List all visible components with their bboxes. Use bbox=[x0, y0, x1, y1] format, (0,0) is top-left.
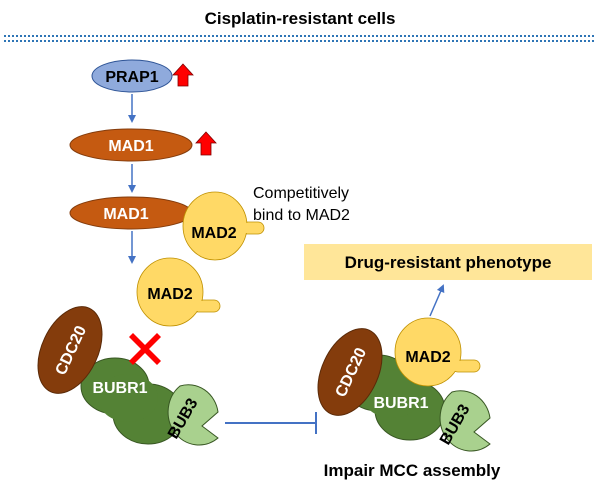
diagram-title: Cisplatin-resistant cells bbox=[205, 9, 396, 28]
prap1-label: PRAP1 bbox=[105, 69, 158, 86]
mad2-bound-label: MAD2 bbox=[191, 225, 236, 242]
cdc20-right-node: CDC20 bbox=[317, 328, 383, 416]
competitive-binding-note-line2: bind to MAD2 bbox=[253, 207, 350, 224]
bubr1-left-label: BUBR1 bbox=[92, 380, 147, 397]
bubr1-right-label: BUBR1 bbox=[373, 395, 428, 412]
left-mcc-components: BUBR1 CDC20 BUB3 bbox=[37, 306, 219, 446]
competitive-binding-note-line1: Competitively bbox=[253, 185, 349, 202]
mad1-label: MAD1 bbox=[108, 138, 153, 155]
mad2-right-label: MAD2 bbox=[405, 349, 450, 366]
arrow-to-phenotype bbox=[429, 284, 445, 317]
mad1-complex-label: MAD1 bbox=[103, 206, 148, 223]
mad2-free-label: MAD2 bbox=[147, 286, 192, 303]
drug-resistant-phenotype-box: Drug-resistant phenotype bbox=[304, 244, 592, 280]
mad1-mad2-complex: MAD1 MAD2 bbox=[69, 191, 265, 261]
prap1-node: PRAP1 bbox=[91, 59, 173, 93]
mad2-right-node: MAD2 bbox=[394, 317, 481, 387]
cdc20-left-node: CDC20 bbox=[37, 306, 103, 394]
impair-mcc-label: Impair MCC assembly bbox=[324, 461, 501, 480]
mad2-free-node: MAD2 bbox=[136, 257, 221, 327]
right-mcc-complex: BUBR1 MAD2 CDC20 BUB3 bbox=[317, 317, 491, 452]
blocked-binding-icon bbox=[129, 333, 161, 365]
mad1-node: MAD1 bbox=[69, 128, 193, 162]
phenotype-label: Drug-resistant phenotype bbox=[345, 253, 552, 272]
bubr1-left-node: BUBR1 bbox=[80, 357, 184, 445]
mad1-upregulated-icon bbox=[195, 131, 217, 156]
mad2-bound-shape bbox=[182, 191, 265, 261]
bub3-left-node: BUB3 bbox=[165, 384, 219, 446]
bub3-right-node: BUB3 bbox=[437, 390, 491, 452]
prap1-upregulated-icon bbox=[172, 63, 194, 87]
